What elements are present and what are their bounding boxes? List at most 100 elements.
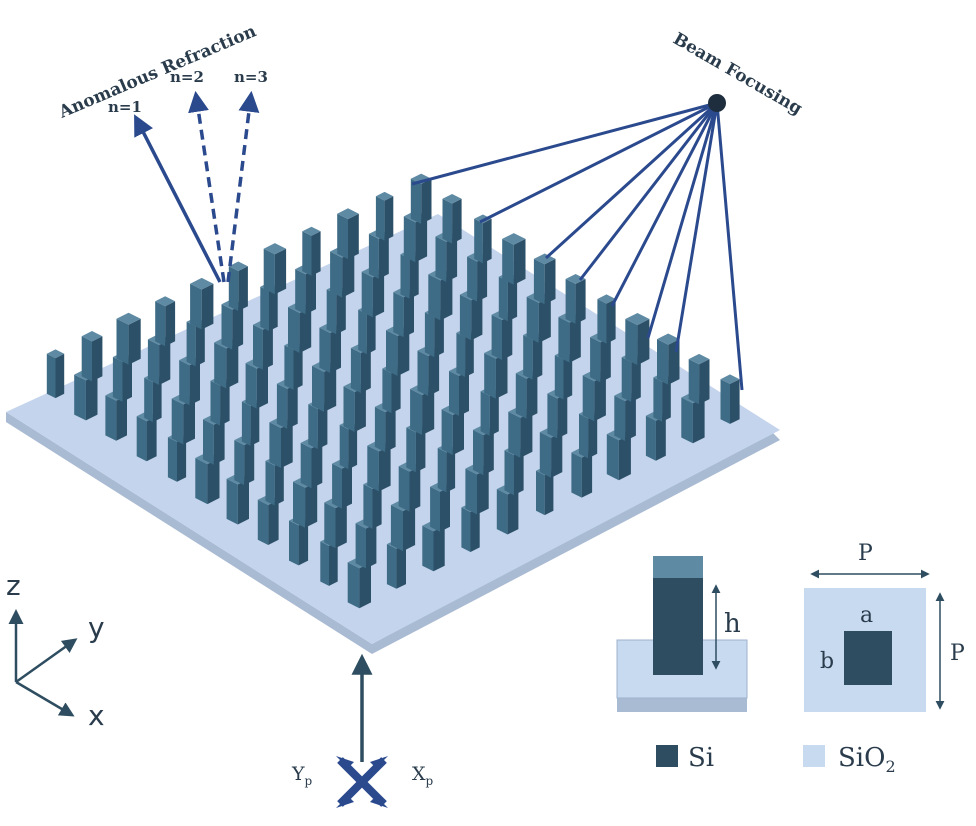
side-pillar-top <box>653 556 703 578</box>
pillar-left-face <box>363 484 373 529</box>
pillar-right-face <box>329 541 338 586</box>
pillar-right-face <box>575 279 586 324</box>
pillar-left-face <box>681 397 693 444</box>
refraction-arrows <box>134 90 260 283</box>
pillar-right-face <box>128 318 141 365</box>
pillar-left-face <box>430 486 440 532</box>
pillar-top-face <box>720 374 740 384</box>
pillar-right-face <box>378 233 389 279</box>
pillar-right-face <box>618 434 631 481</box>
beam-focusing-rays <box>411 101 744 391</box>
pillar-right-face <box>538 296 551 343</box>
pillar-left-face <box>265 460 275 506</box>
pillar-right-face <box>256 363 268 409</box>
pillar-left-face <box>374 406 386 453</box>
pillar-right-face <box>366 523 377 569</box>
pillar-left-face <box>582 375 595 422</box>
pillar-right-face <box>159 339 171 385</box>
refraction-arrow-n1 <box>134 114 222 283</box>
unit-cell-top-view: P P a b <box>804 541 965 712</box>
pillar-right-face <box>557 393 568 439</box>
pillar-right-face <box>446 448 456 493</box>
pillar-top-face <box>410 173 432 184</box>
pillar-left-face <box>590 337 601 383</box>
pillar-right-face <box>520 411 533 458</box>
pillar-left-face <box>295 269 306 315</box>
pillar-right-face <box>311 231 321 276</box>
pillar-right-face <box>177 437 187 482</box>
pillar-left-face <box>403 216 416 263</box>
pillar-right-face <box>189 360 200 406</box>
focus-ray <box>544 101 719 260</box>
pillar-left-face <box>502 238 514 285</box>
pillar-left-face <box>253 324 263 370</box>
pillar-right-face <box>384 196 394 241</box>
pillar-right-face <box>470 507 480 552</box>
legend-sio2-label: SiO2 <box>838 743 896 776</box>
pillar-right-face <box>452 409 464 455</box>
pillar-left-face <box>449 371 459 416</box>
pillar-left-face <box>367 445 379 492</box>
pillar-right-face <box>655 415 666 461</box>
pillar-left-face <box>410 178 422 224</box>
pillar <box>167 432 187 482</box>
pillar-right-face <box>544 258 556 305</box>
legend-sio2-swatch <box>803 745 825 767</box>
pillar-right-face <box>397 330 410 376</box>
pillar-left-face <box>319 327 331 373</box>
pillar-right-face <box>55 353 65 399</box>
pillar-right-face <box>507 489 519 535</box>
pillar <box>245 357 268 409</box>
pillar <box>441 403 464 455</box>
pillar-left-face <box>74 374 86 421</box>
pillar <box>502 233 526 285</box>
pillar-right-face <box>477 256 488 302</box>
pillar-left-face <box>606 434 619 481</box>
pillar-right-face <box>544 470 554 516</box>
pillar-left-face <box>167 437 177 482</box>
pillar-left-face <box>473 429 484 476</box>
pillar-left-face <box>276 383 288 429</box>
pillar-right-face <box>342 251 355 298</box>
pillar <box>435 231 458 282</box>
pillar-left-face <box>474 218 483 264</box>
pillar-top-face <box>263 243 287 255</box>
pillar-left-face <box>289 520 299 566</box>
pillar <box>410 173 432 224</box>
pillar-right-face <box>637 319 650 366</box>
pillar-left-face <box>339 424 349 470</box>
polarization-cross-icon <box>336 756 388 808</box>
beam-focusing-label: Beam Focusing <box>670 29 806 119</box>
pillar-top-face <box>688 353 710 365</box>
pillar-right-face <box>238 266 248 311</box>
pillar <box>681 391 705 444</box>
pillar-right-face <box>250 401 260 446</box>
height-label: h <box>724 609 741 639</box>
pillar-right-face <box>434 312 444 358</box>
pillar-left-face <box>442 198 453 244</box>
pillar <box>657 333 680 385</box>
axis-x-label: x <box>88 699 105 732</box>
pillar <box>422 520 445 572</box>
pillar-left-face <box>456 332 466 377</box>
focal-point <box>708 94 726 112</box>
pillar-left-face <box>422 525 434 572</box>
pillar-right-face <box>274 460 284 506</box>
pillar-right-face <box>372 271 385 318</box>
pillar-left-face <box>653 377 663 422</box>
pillar <box>228 261 248 311</box>
pillar-right-face <box>422 389 435 435</box>
pillar-top-face <box>81 331 103 342</box>
pillar-left-face <box>116 318 129 365</box>
pillar-left-face <box>441 409 453 455</box>
n3-label: n=3 <box>234 68 268 86</box>
pillar-right-face <box>699 359 710 405</box>
n2-label: n=2 <box>170 68 204 86</box>
focus-ray <box>674 102 719 353</box>
pillar-left-face <box>498 276 508 322</box>
pillar <box>597 294 616 344</box>
pillar-right-face <box>85 374 98 421</box>
pillar-right-face <box>262 324 273 370</box>
pillar-left-face <box>288 307 300 353</box>
pillar-left-face <box>361 271 373 318</box>
